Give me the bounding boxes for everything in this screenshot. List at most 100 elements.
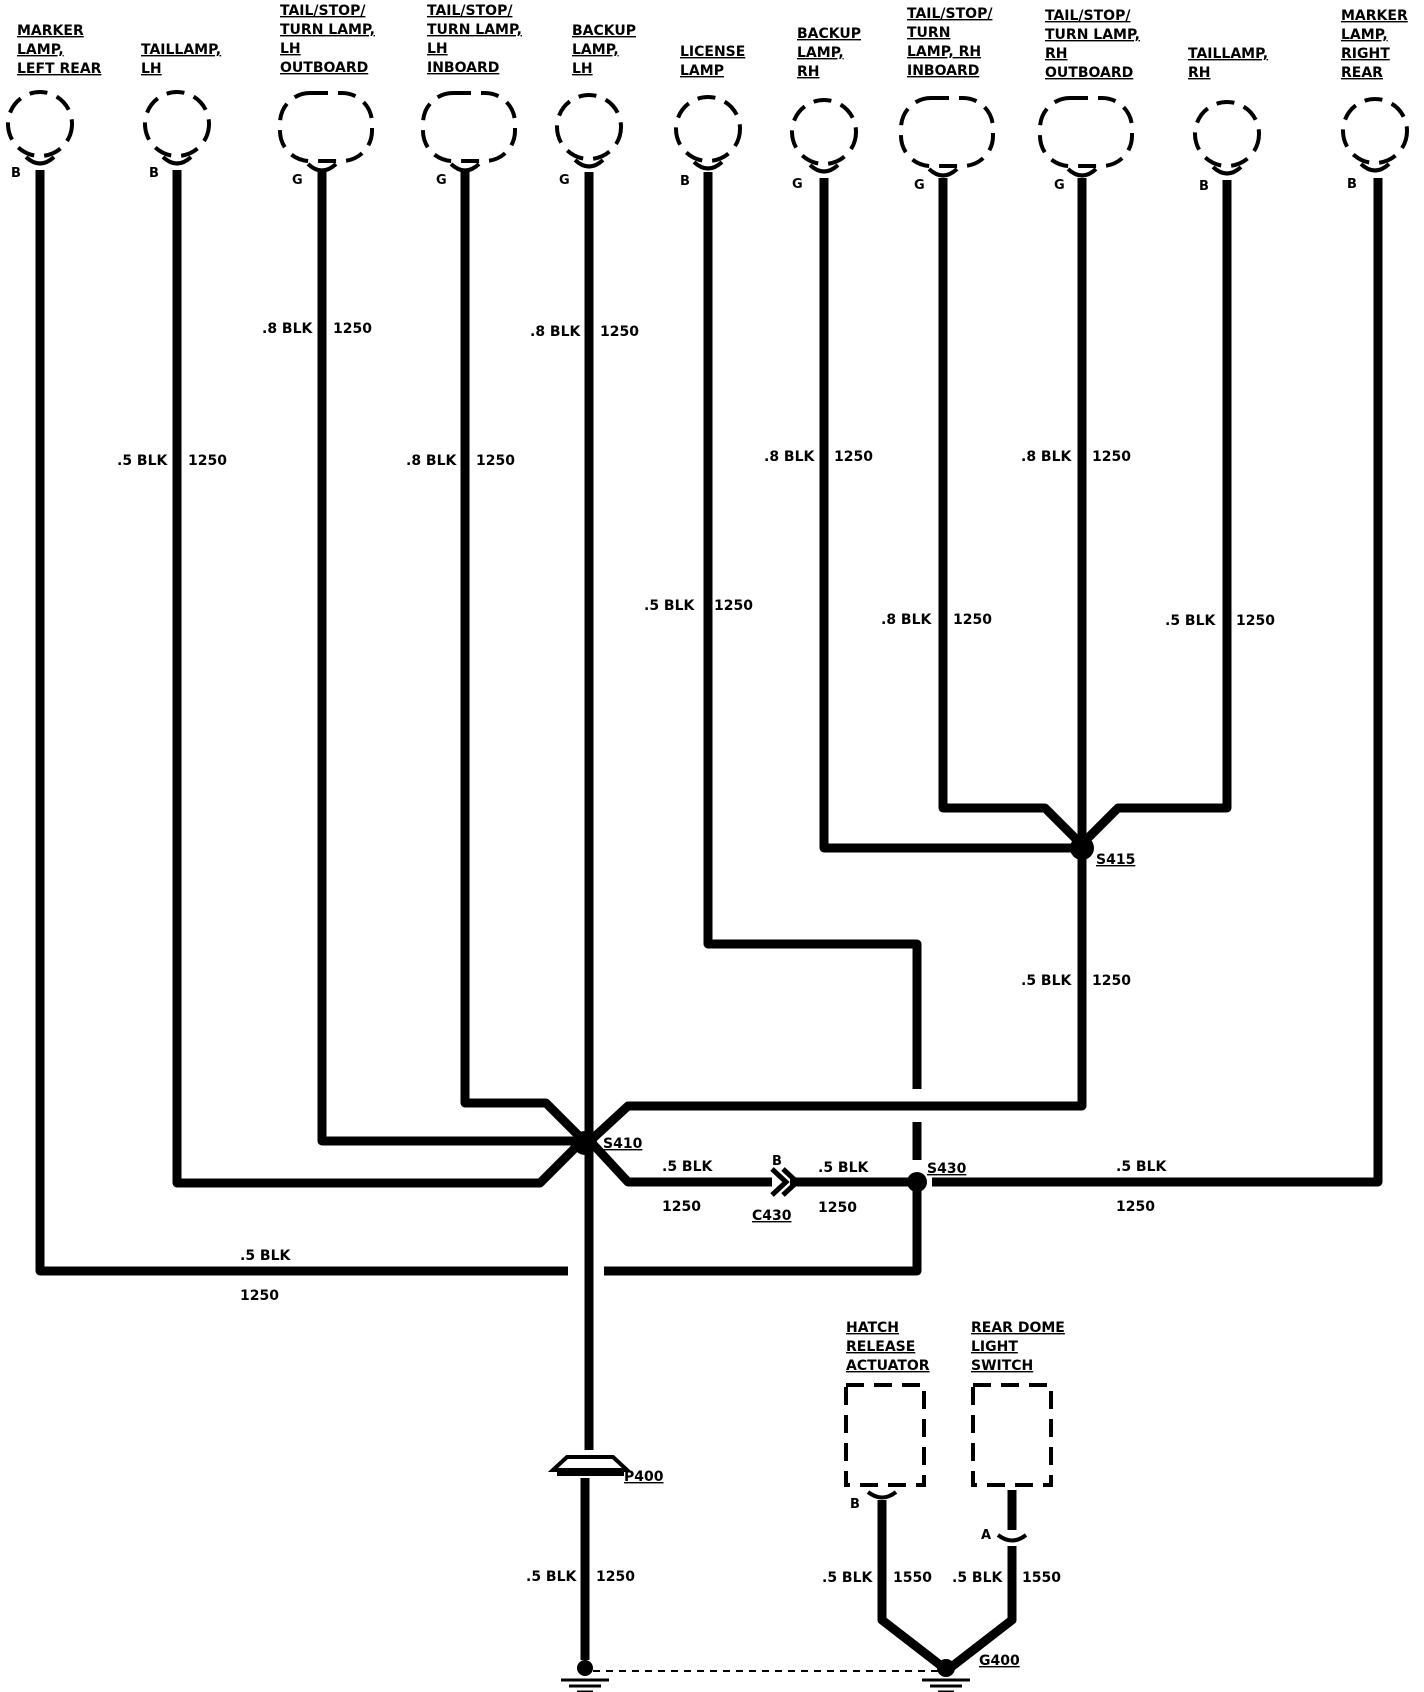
lamp-socket-icon: [1359, 162, 1391, 173]
pin-label: B: [1199, 179, 1209, 194]
svg-text:1250: 1250: [714, 598, 753, 614]
wire-label-marker-rr: .5 BLK 1250: [1116, 1159, 1168, 1215]
pin-label: G: [559, 173, 570, 188]
component-box-icon: [844, 1383, 926, 1487]
wire-tst-rh-inboard: [938, 178, 1084, 847]
wire-tst-lh-inboard: [460, 172, 588, 1145]
svg-text:.5 BLK: .5 BLK: [662, 1159, 714, 1175]
taillamp-rh: TAILLAMP,RH B: [1188, 46, 1268, 194]
wire-label-backup-rh: .8 BLK 1250: [764, 449, 873, 465]
lamp-bulb-icon: [790, 98, 858, 166]
lamp-bulb-icon: [6, 90, 74, 158]
svg-text:.5 BLK: .5 BLK: [952, 1570, 1004, 1586]
svg-text:.8 BLK: .8 BLK: [764, 449, 816, 465]
lamp-bulb-icon: [421, 91, 517, 163]
wire-hatch-release: [877, 1500, 947, 1672]
svg-text:.5 BLK: .5 BLK: [818, 1160, 870, 1176]
ground-dot-icon: [937, 1659, 955, 1677]
wire-label-s415-s410: .5 BLK 1250: [1021, 973, 1131, 989]
svg-text:P400: P400: [624, 1469, 664, 1485]
wire-license-lamp: [703, 172, 922, 1089]
svg-text:1250: 1250: [188, 453, 227, 469]
svg-text:1250: 1250: [596, 1569, 635, 1585]
ground-left: [561, 1660, 609, 1692]
lamp-socket-icon: [927, 167, 959, 178]
ground-symbol-icon: [561, 1678, 609, 1692]
svg-text:1250: 1250: [818, 1200, 857, 1216]
pass-through-grommet-icon: [547, 1455, 633, 1472]
wire-label-tst-rh-inboard: .8 BLK 1250: [881, 612, 992, 628]
wire-tst-lh-outboard: [317, 172, 584, 1146]
svg-text:1250: 1250: [600, 324, 639, 340]
ground-symbol-icon: [922, 1678, 970, 1692]
lamp-socket-icon: [573, 158, 605, 169]
wire-label-dome: .5 BLK 1550: [952, 1570, 1061, 1586]
wire-dome-switch: [947, 1546, 1017, 1672]
wire-taillamp-lh: [172, 170, 588, 1188]
svg-text:1250: 1250: [476, 453, 515, 469]
wire-s415-to-s410: [586, 848, 1087, 1145]
svg-text:1550: 1550: [893, 1570, 932, 1586]
svg-text:S430: S430: [927, 1161, 967, 1177]
ground-g400: G400: [922, 1653, 1020, 1692]
connector-socket-icon: [996, 1533, 1028, 1543]
wire-label-c430-s430: .5 BLK 1250: [818, 1160, 870, 1216]
pin-label: G: [1054, 178, 1065, 193]
pass-through-p400: P400: [547, 1455, 664, 1485]
svg-text:G400: G400: [979, 1653, 1020, 1669]
ground-dot-icon: [577, 1660, 593, 1676]
svg-text:1250: 1250: [333, 321, 372, 337]
svg-text:.8 BLK: .8 BLK: [1021, 449, 1073, 465]
connector-c430: B C430: [752, 1154, 801, 1224]
svg-text:.8 BLK: .8 BLK: [881, 612, 933, 628]
wire-label-backup-lh: .8 BLK 1250: [530, 324, 639, 340]
svg-text:S415: S415: [1096, 852, 1135, 868]
lamp-socket-icon: [161, 155, 193, 166]
svg-text:.5 BLK: .5 BLK: [1021, 973, 1073, 989]
wire-marker-right-rear: [932, 178, 1383, 1187]
svg-text:1550: 1550: [1022, 1570, 1061, 1586]
wire-backup-rh: [819, 178, 1080, 853]
taillamp-lh-label: TAILLAMP,LH: [141, 42, 221, 77]
splice-s415: S415: [1070, 836, 1135, 868]
lamp-bulb-icon: [555, 93, 623, 161]
connector-socket-icon: [866, 1490, 898, 1500]
svg-text:1250: 1250: [1116, 1199, 1155, 1215]
splice-s410: S410: [573, 1131, 643, 1155]
svg-text:1250: 1250: [953, 612, 992, 628]
pin-label: G: [914, 178, 925, 193]
lamp-socket-icon: [24, 155, 56, 166]
svg-text:1250: 1250: [662, 1199, 701, 1215]
component-box-icon: [971, 1383, 1053, 1487]
lamp-bulb-icon: [674, 95, 742, 163]
svg-text:.5 BLK: .5 BLK: [526, 1569, 578, 1585]
wire-marker-left-rear-to-s430: [604, 1180, 922, 1276]
pin-label: B: [149, 166, 159, 181]
wire-label-taillamp-rh: .5 BLK 1250: [1165, 613, 1275, 629]
pin-label: B: [850, 1497, 860, 1512]
wire-label-taillamp-lh: .5 BLK 1250: [117, 453, 227, 469]
pin-label: B: [11, 166, 21, 181]
wire-label-tst-lh-inboard: .8 BLK 1250: [406, 453, 515, 469]
lamp-socket-icon: [1066, 167, 1098, 178]
taillamp-lh: TAILLAMP,LH B: [141, 42, 221, 181]
pin-label: B: [1347, 177, 1357, 192]
wire-label-tst-rh-outboard: .8 BLK 1250: [1021, 449, 1131, 465]
svg-text:.8 BLK: .8 BLK: [262, 321, 314, 337]
svg-text:.5 BLK: .5 BLK: [644, 598, 696, 614]
lamp-bulb-icon: [278, 91, 374, 163]
pin-label: G: [436, 173, 447, 188]
wire-label-tst-lh-outboard: .8 BLK 1250: [262, 321, 372, 337]
lamp-bulb-icon: [1341, 97, 1409, 165]
